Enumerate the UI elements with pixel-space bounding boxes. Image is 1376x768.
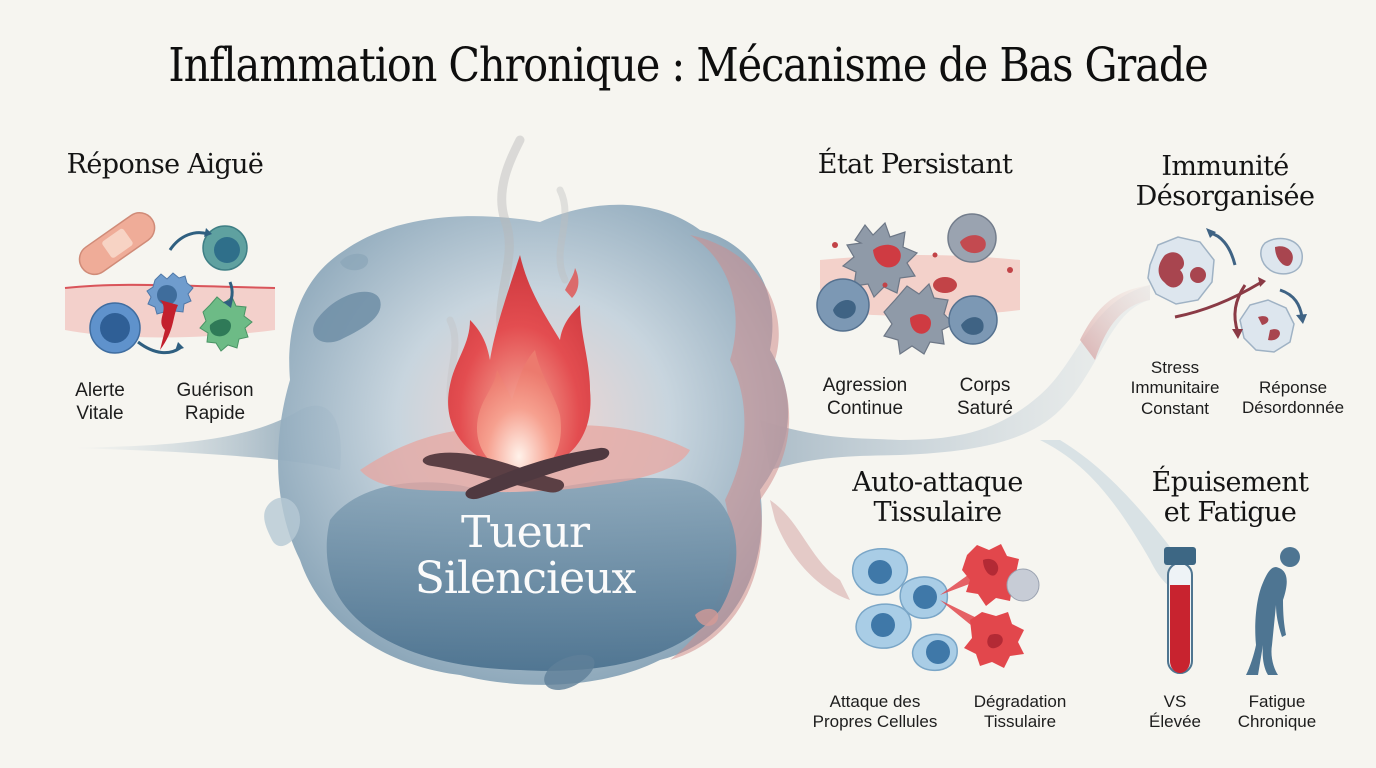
section-heading-autoattack: Auto-attaque Tissulaire [852, 467, 1023, 529]
center-label: Tueur Silencieux [414, 507, 637, 605]
label-guerison-rapide: Guérison Rapide [176, 380, 254, 424]
bandage-cells-icon [64, 212, 276, 355]
label-degradation-tissulaire: Dégradation Tissulaire [973, 692, 1067, 732]
section-heading-immunity: Immunité Désorganisée [1135, 151, 1315, 213]
section-heading-fatigue: Épuisement et Fatigue [1151, 467, 1309, 529]
page-title: Inflammation Chronique : Mécanisme de Ba… [168, 38, 1208, 93]
tired-person-icon [1246, 547, 1300, 675]
section-heading-persistent: État Persistant [817, 149, 1013, 180]
fire-icon [422, 255, 610, 500]
label-alerte-vitale: Alerte Vitale [75, 380, 125, 424]
label-reponse-desordonnee: Réponse Désordonnée [1241, 378, 1345, 418]
label-vs-elevee: VS Élevée [1149, 692, 1201, 732]
label-fatigue-chronique: Fatigue Chronique [1237, 692, 1317, 732]
section-heading-acute: Réponse Aiguë [66, 149, 264, 180]
cell-attack-icon [851, 544, 1040, 672]
label-corps-sature: Corps Saturé [957, 375, 1013, 419]
blood-test-tube-icon [1164, 547, 1196, 674]
label-stress-immunitaire: Stress Immunitaire Constant [1130, 358, 1220, 418]
inflamed-cells-icon [816, 213, 1020, 356]
label-attaque-cellules: Attaque des Propres Cellules [812, 692, 938, 732]
label-agression-continue: Agression Continue [822, 375, 908, 419]
disordered-immune-cells-icon [1147, 228, 1307, 353]
